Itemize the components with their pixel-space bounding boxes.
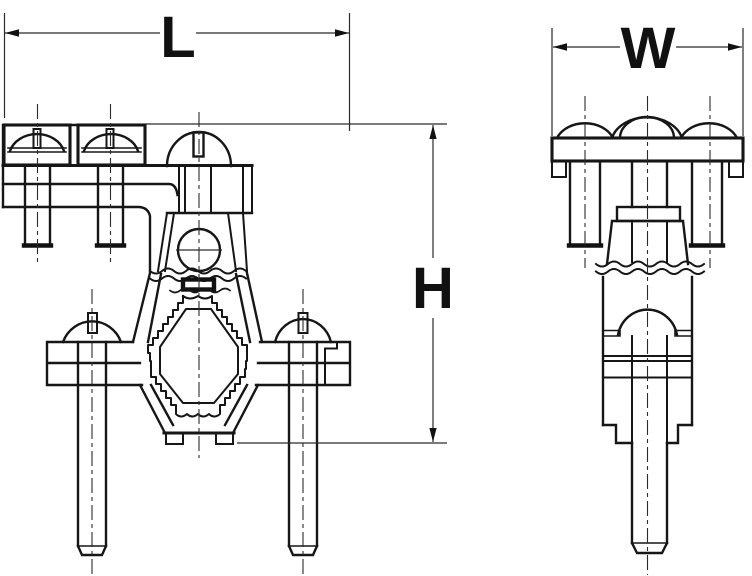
dimension-h-label: H <box>412 256 454 321</box>
dimension-l-label: L <box>160 5 195 70</box>
terminal-housing-plate <box>1 123 254 273</box>
screw-head-section <box>616 308 679 337</box>
dimension-w-label: W <box>621 16 676 81</box>
break-line <box>594 260 706 268</box>
dimension-width: W <box>551 16 744 136</box>
side-terminal-screws <box>566 159 726 248</box>
foot-lug <box>215 432 234 445</box>
clamp-body <box>45 271 352 445</box>
centerlines-front <box>36 104 304 575</box>
dimension-height: H <box>145 123 454 444</box>
foot-lug <box>165 432 184 445</box>
break-line <box>148 267 248 275</box>
centerlines-side <box>584 96 711 575</box>
dimension-length: L <box>3 5 351 131</box>
serrated-jaw-opening <box>147 294 248 418</box>
center-screw <box>165 130 253 214</box>
side-view <box>550 96 745 575</box>
terminal-screws <box>21 163 127 248</box>
side-center-column <box>594 159 706 275</box>
front-view <box>1 104 352 575</box>
break-line <box>594 268 706 275</box>
side-bottom-screw <box>630 441 669 555</box>
side-clamp-body <box>601 275 694 445</box>
